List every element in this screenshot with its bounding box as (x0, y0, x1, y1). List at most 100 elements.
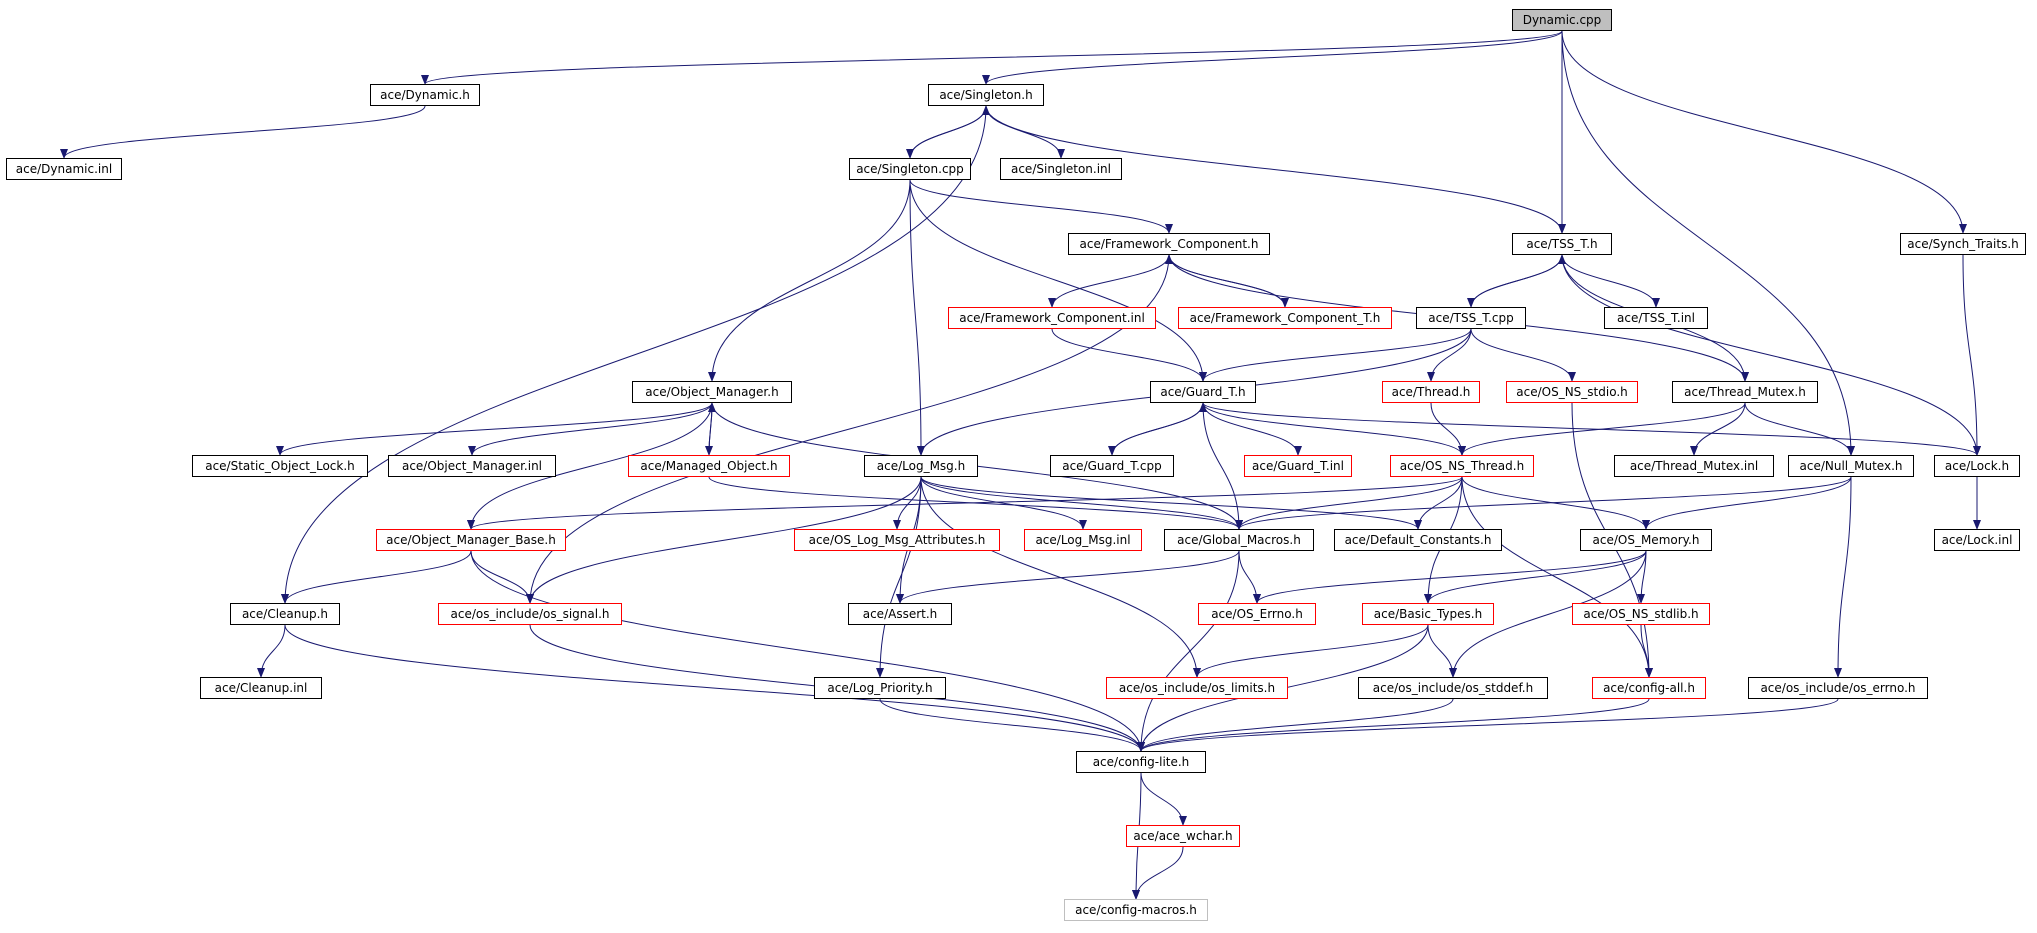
edge-thread-mutex-h-to-os-ns-thread-h (1458, 402, 1746, 456)
edge-singleton-cpp-to-guard-t-h (909, 179, 1207, 382)
edge-global-macros-h-to-os-errno-h (1238, 550, 1261, 604)
node-os-memory-h[interactable]: ace/OS_Memory.h (1580, 529, 1712, 551)
node-guard-t-cpp[interactable]: ace/Guard_T.cpp (1050, 455, 1174, 477)
node-static-object-lock-h[interactable]: ace/Static_Object_Lock.h (192, 455, 368, 477)
edge-log-msg-h-to-os-signal-h (526, 476, 922, 604)
node-os-ns-thread-h[interactable]: ace/OS_NS_Thread.h (1390, 455, 1534, 477)
node-config-all-h[interactable]: ace/config-all.h (1592, 677, 1706, 699)
edge-framework-component-t-h-to-framework-component-h (1165, 254, 1286, 308)
node-tss-t-h[interactable]: ace/TSS_T.h (1512, 233, 1612, 255)
node-dynamic-h[interactable]: ace/Dynamic.h (370, 84, 480, 106)
node-object-manager-h[interactable]: ace/Object_Manager.h (632, 381, 792, 403)
edge-os-ns-thread-h-to-object-manager-base-h (467, 476, 1463, 530)
edge-singleton-cpp-to-framework-component-h (909, 179, 1173, 234)
node-null-mutex-h[interactable]: ace/Null_Mutex.h (1788, 455, 1914, 477)
node-os-log-msg-attributes-h[interactable]: ace/OS_Log_Msg_Attributes.h (794, 529, 1000, 551)
node-cleanup-inl[interactable]: ace/Cleanup.inl (200, 677, 322, 699)
edge-singleton-h-to-singleton-inl (985, 105, 1065, 159)
edge-singleton-h-to-tss-t-h (985, 105, 1566, 234)
edge-tss-t-h-to-tss-t-inl (1561, 254, 1660, 308)
node-dynamic-cpp[interactable]: Dynamic.cpp (1512, 9, 1612, 31)
edge-config-lite-h-to-ace-wchar-h (1140, 772, 1187, 826)
node-log-msg-h[interactable]: ace/Log_Msg.h (864, 455, 978, 477)
node-guard-t-inl[interactable]: ace/Guard_T.inl (1244, 455, 1352, 477)
edge-os-memory-h-to-os-stddef-h (1449, 550, 1647, 678)
edge-tss-t-cpp-to-tss-t-h (1470, 254, 1566, 308)
node-os-stddef-h[interactable]: ace/os_include/os_stddef.h (1358, 677, 1548, 699)
edge-os-ns-thread-h-to-config-all-h (1461, 476, 1653, 678)
node-log-msg-inl[interactable]: ace/Log_Msg.inl (1024, 529, 1142, 551)
node-cleanup-h[interactable]: ace/Cleanup.h (230, 603, 340, 625)
edge-object-manager-base-h-to-cleanup-h (281, 550, 472, 604)
edge-os-ns-stdlib-h-to-config-all-h (1640, 624, 1653, 678)
edge-global-macros-h-to-assert-h (896, 550, 1240, 604)
edge-log-msg-h-to-os-limits-h (920, 476, 1201, 678)
edge-os-stddef-h-to-config-lite-h (1137, 698, 1454, 752)
edge-dynamic-cpp-to-null-mutex-h (1561, 30, 1855, 456)
node-ace-wchar-h[interactable]: ace/ace_wchar.h (1126, 825, 1240, 847)
edge-guard-t-h-to-global-macros-h (1202, 402, 1243, 530)
edge-dynamic-cpp-to-synch-traits-h (1561, 30, 1967, 234)
node-lock-h[interactable]: ace/Lock.h (1934, 455, 2020, 477)
edge-log-msg-h-to-log-msg-inl (920, 476, 1087, 530)
edge-tss-t-cpp-to-os-ns-stdio-h (1470, 328, 1576, 382)
node-framework-component-t-h[interactable]: ace/Framework_Component_T.h (1178, 307, 1392, 329)
edge-config-all-h-to-config-lite-h (1137, 698, 1650, 752)
edge-guard-t-h-to-os-ns-thread-h (1202, 402, 1466, 456)
edge-null-mutex-h-to-os-memory-h (1642, 476, 1852, 530)
node-log-priority-h[interactable]: ace/Log_Priority.h (814, 677, 946, 699)
edge-framework-component-h-to-framework-component-inl (1048, 254, 1170, 308)
node-singleton-h[interactable]: ace/Singleton.h (928, 84, 1044, 106)
edge-object-manager-h-to-object-manager-inl (468, 402, 713, 456)
edge-guard-t-cpp-to-guard-t-h (1111, 402, 1207, 456)
node-framework-component-inl[interactable]: ace/Framework_Component.inl (948, 307, 1156, 329)
edge-log-msg-h-to-default-constants-h (920, 476, 1422, 530)
edge-cleanup-h-to-config-lite-h (284, 624, 1145, 752)
edge-log-priority-h-to-config-lite-h (879, 698, 1145, 752)
edge-log-msg-h-to-global-macros-h (920, 476, 1243, 530)
node-default-constants-h[interactable]: ace/Default_Constants.h (1334, 529, 1502, 551)
node-os-signal-h[interactable]: ace/os_include/os_signal.h (438, 603, 622, 625)
node-framework-component-h[interactable]: ace/Framework_Component.h (1068, 233, 1270, 255)
node-os-ns-stdio-h[interactable]: ace/OS_NS_stdio.h (1506, 381, 1638, 403)
edge-guard-t-h-to-lock-h (1202, 402, 1981, 456)
edge-tss-t-cpp-to-thread-h (1427, 328, 1472, 382)
node-os-limits-h[interactable]: ace/os_include/os_limits.h (1106, 677, 1288, 699)
node-config-lite-h[interactable]: ace/config-lite.h (1076, 751, 1206, 773)
node-singleton-cpp[interactable]: ace/Singleton.cpp (849, 158, 971, 180)
node-tss-t-cpp[interactable]: ace/TSS_T.cpp (1416, 307, 1526, 329)
node-object-manager-base-h[interactable]: ace/Object_Manager_Base.h (376, 529, 566, 551)
edge-os-memory-h-to-os-errno-h (1253, 550, 1647, 604)
edge-basic-types-h-to-os-stddef-h (1427, 624, 1457, 678)
edge-singleton-cpp-to-object-manager-h (708, 179, 911, 382)
edge-object-manager-base-h-to-config-lite-h (470, 550, 1145, 752)
node-os-include-errno-h[interactable]: ace/os_include/os_errno.h (1748, 677, 1928, 699)
node-guard-t-h[interactable]: ace/Guard_T.h (1150, 381, 1256, 403)
edge-tss-t-h-to-lock-h (1561, 254, 1981, 456)
node-thread-mutex-h[interactable]: ace/Thread_Mutex.h (1672, 381, 1818, 403)
node-thread-mutex-inl[interactable]: ace/Thread_Mutex.inl (1614, 455, 1774, 477)
node-managed-object-h[interactable]: ace/Managed_Object.h (628, 455, 790, 477)
node-basic-types-h[interactable]: ace/Basic_Types.h (1362, 603, 1494, 625)
node-thread-h[interactable]: ace/Thread.h (1382, 381, 1480, 403)
node-assert-h[interactable]: ace/Assert.h (848, 603, 952, 625)
edge-log-msg-h-to-log-priority-h (876, 476, 922, 678)
node-dynamic-inl[interactable]: ace/Dynamic.inl (6, 158, 122, 180)
node-lock-inl[interactable]: ace/Lock.inl (1934, 529, 2020, 551)
edge-managed-object-h-to-object-manager-h (707, 402, 716, 456)
node-os-ns-stdlib-h[interactable]: ace/OS_NS_stdlib.h (1572, 603, 1710, 625)
node-os-errno-h[interactable]: ace/OS_Errno.h (1198, 603, 1316, 625)
edge-thread-mutex-h-to-thread-mutex-inl (1690, 402, 1746, 456)
edge-os-ns-thread-h-to-default-constants-h (1414, 476, 1463, 530)
edge-null-mutex-h-to-os-include-errno-h (1834, 476, 1852, 678)
edge-guard-t-h-to-guard-t-inl (1202, 402, 1302, 456)
node-config-macros-h[interactable]: ace/config-macros.h (1064, 899, 1208, 921)
edge-tss-t-cpp-to-guard-t-h (1199, 328, 1472, 382)
node-synch-traits-h[interactable]: ace/Synch_Traits.h (1900, 233, 2026, 255)
edge-os-ns-thread-h-to-global-macros-h (1235, 476, 1463, 530)
node-global-macros-h[interactable]: ace/Global_Macros.h (1164, 529, 1314, 551)
node-object-manager-inl[interactable]: ace/Object_Manager.inl (388, 455, 556, 477)
edge-basic-types-h-to-os-limits-h (1193, 624, 1429, 678)
node-tss-t-inl[interactable]: ace/TSS_T.inl (1604, 307, 1708, 329)
node-singleton-inl[interactable]: ace/Singleton.inl (1000, 158, 1122, 180)
